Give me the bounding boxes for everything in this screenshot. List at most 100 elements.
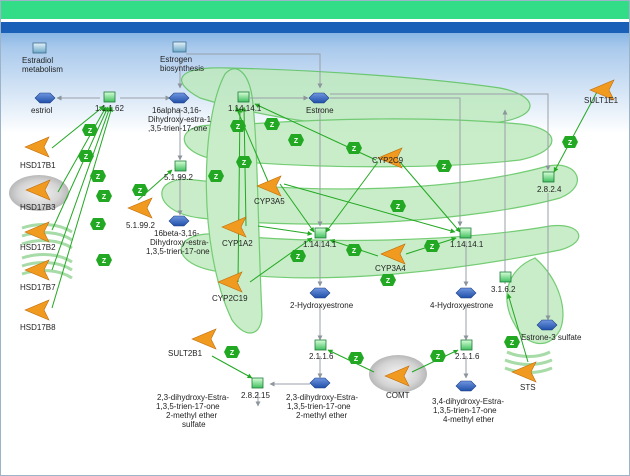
pathway-node-estrogen-biosynthesis[interactable]: Estrogen biosynthesis bbox=[160, 41, 204, 73]
svg-text:Estrone: Estrone bbox=[306, 106, 334, 115]
catalysis-z-icon bbox=[290, 250, 306, 262]
enzyme-node-cyp2c19[interactable]: CYP2C19 bbox=[212, 271, 248, 303]
enzyme-arrow-icon bbox=[256, 175, 282, 197]
enzyme-arrow-icon bbox=[25, 179, 51, 201]
svg-text:Z: Z bbox=[296, 254, 301, 261]
catalysis-z-icon bbox=[82, 124, 98, 136]
svg-text:Z: Z bbox=[442, 164, 447, 171]
compartment-membrane bbox=[180, 224, 580, 279]
svg-text:HSD17B1: HSD17B1 bbox=[20, 161, 56, 170]
svg-text:CYP3A4: CYP3A4 bbox=[375, 264, 406, 273]
svg-text:5.1.99.2: 5.1.99.2 bbox=[126, 221, 155, 230]
enzyme-node-hsd17b2[interactable]: HSD17B2 bbox=[20, 221, 56, 252]
svg-text:4-methyl ether: 4-methyl ether bbox=[443, 415, 494, 424]
reaction-node[interactable]: 2.1.1.6 bbox=[309, 339, 334, 361]
enzyme-arrow-icon bbox=[24, 136, 50, 158]
svg-text:Z: Z bbox=[436, 354, 441, 361]
compound-hexagon-icon bbox=[309, 287, 331, 299]
compound-node-16beta-estratriene[interactable]: 16beta-3,16- Dihydroxy-estra- 1,3,5-trie… bbox=[146, 215, 210, 256]
enzyme-arrow-icon bbox=[24, 299, 50, 321]
reaction-node[interactable]: 5.1.99.2 bbox=[164, 160, 193, 182]
reaction-square-icon bbox=[314, 339, 327, 351]
svg-text:3,4-dihydroxy-Estra-: 3,4-dihydroxy-Estra- bbox=[432, 397, 504, 406]
catalysis-z-icon bbox=[96, 190, 112, 202]
pathway-box-icon bbox=[172, 41, 187, 53]
enzyme-node-hsd17b1[interactable]: HSD17B1 bbox=[20, 136, 56, 170]
svg-text:Z: Z bbox=[88, 128, 93, 135]
compound-node-estrone[interactable]: Estrone bbox=[306, 92, 334, 115]
svg-text:16beta-3,16-: 16beta-3,16- bbox=[154, 229, 200, 238]
enzyme-node-comt[interactable]: COMT bbox=[384, 365, 410, 400]
reaction-square-icon bbox=[460, 339, 473, 351]
svg-text:CYP2C9: CYP2C9 bbox=[372, 156, 404, 165]
enzyme-node-cyp2c9[interactable]: CYP2C9 bbox=[372, 147, 404, 169]
reaction-node[interactable]: 2.8.2.15 bbox=[241, 377, 270, 400]
svg-text:Z: Z bbox=[386, 278, 391, 285]
catalysis-z-icon bbox=[96, 254, 112, 266]
svg-text:HSD17B2: HSD17B2 bbox=[20, 243, 56, 252]
catalysis-z-icon bbox=[436, 160, 452, 172]
svg-text:1,3,5-trien-17-one: 1,3,5-trien-17-one bbox=[146, 247, 210, 256]
reaction-node[interactable]: 1.14.14.1 bbox=[303, 227, 337, 249]
svg-text:Z: Z bbox=[354, 356, 359, 363]
enzyme-node-sts[interactable]: STS bbox=[511, 361, 537, 392]
compound-hexagon-icon bbox=[455, 380, 477, 392]
pathway-node-estradiol-metabolism[interactable]: Estradiol metabolism bbox=[22, 42, 63, 74]
svg-text:2,3-dihydroxy-Estra-: 2,3-dihydroxy-Estra- bbox=[286, 393, 358, 402]
catalysis-z-icon bbox=[264, 118, 280, 130]
catalysis-z-icon bbox=[78, 150, 94, 162]
svg-text:SULT1E1: SULT1E1 bbox=[584, 96, 619, 105]
svg-text:Dihydroxy-estra-: Dihydroxy-estra- bbox=[150, 238, 209, 247]
catalysis-z-icon bbox=[224, 346, 240, 358]
reaction-square-icon bbox=[251, 377, 264, 389]
svg-text:Z: Z bbox=[102, 194, 107, 201]
compound-node-estriol[interactable]: estriol bbox=[31, 92, 56, 115]
enzyme-arrow-icon bbox=[24, 221, 50, 243]
reaction-node[interactable]: 3.1.6.2 bbox=[491, 271, 516, 294]
svg-text:biosynthesis: biosynthesis bbox=[160, 64, 204, 73]
enzyme-node-cyp1a2[interactable]: CYP1A2 bbox=[221, 216, 253, 248]
enzyme-node-5.1.99.2[interactable]: 5.1.99.2 bbox=[126, 197, 155, 230]
enzyme-node-hsd17b3[interactable]: HSD17B3 bbox=[20, 179, 56, 212]
enzyme-node-hsd17b7[interactable]: HSD17B7 bbox=[20, 259, 56, 292]
compound-node-estrone-3-sulfate[interactable]: Estrone-3 sulfate bbox=[521, 319, 582, 342]
svg-text:2-methyl ether: 2-methyl ether bbox=[296, 411, 347, 420]
catalysis-markers: Z Z Z Z Z Z Z Z Z Z Z Z Z Z Z Z Z Z Z Z … bbox=[78, 118, 578, 364]
enzyme-arrow-icon bbox=[589, 79, 615, 101]
enzyme-node-hsd17b8[interactable]: HSD17B8 bbox=[20, 299, 56, 332]
reaction-node[interactable]: 1.1.1.62 bbox=[95, 91, 124, 113]
reaction-square-icon bbox=[103, 91, 116, 103]
compound-node-2-methyl-ether[interactable]: 2,3-dihydroxy-Estra- 1,3,5-trien-17-one … bbox=[286, 377, 358, 420]
svg-text:4-Hydroxyestrone: 4-Hydroxyestrone bbox=[430, 301, 494, 310]
reaction-node[interactable]: 2.1.1.6 bbox=[455, 339, 480, 361]
enzyme-node-cyp3a4[interactable]: CYP3A4 bbox=[375, 243, 406, 273]
compound-node-2-methyl-ether-sulfate[interactable]: 2,3-dihydroxy-Estra- 1,3,5-trien-17-one … bbox=[156, 393, 229, 429]
catalysis-z-icon bbox=[132, 184, 148, 196]
reaction-node[interactable]: 1.14.14.1 bbox=[228, 91, 262, 113]
reaction-node[interactable]: 1.14.14.1 bbox=[450, 227, 484, 249]
svg-text:1.1.1.62: 1.1.1.62 bbox=[95, 104, 124, 113]
enzyme-node-sult2b1[interactable]: SULT2B1 bbox=[168, 328, 217, 358]
compound-node-16alpha-estratriene[interactable]: 16alpha-3,16- Dihydroxy-estra-1 ,3,5-tri… bbox=[148, 92, 212, 133]
svg-text:Z: Z bbox=[270, 122, 275, 129]
svg-text:CYP1A2: CYP1A2 bbox=[222, 239, 253, 248]
compound-node-2-hydroxyestrone[interactable]: 2-Hydroxyestrone bbox=[290, 287, 354, 310]
enzyme-node-sult1e1[interactable]: SULT1E1 bbox=[584, 79, 619, 105]
svg-text:Z: Z bbox=[84, 154, 89, 161]
catalysis-z-icon bbox=[348, 352, 364, 364]
compound-node-4-methyl-ether[interactable]: 3,4-dihydroxy-Estra- 1,3,5-trien-17-one … bbox=[432, 380, 504, 424]
reaction-node[interactable]: 2.8.2.4 bbox=[537, 171, 562, 194]
catalysis-z-icon bbox=[90, 218, 106, 230]
compound-hexagon-icon bbox=[536, 319, 558, 331]
svg-text:2,3-dihydroxy-Estra-: 2,3-dihydroxy-Estra- bbox=[157, 393, 229, 402]
svg-text:Z: Z bbox=[214, 174, 219, 181]
enzyme-arrow-icon bbox=[511, 361, 537, 383]
catalysis-z-icon bbox=[208, 170, 224, 182]
catalysis-z-icon bbox=[562, 136, 578, 148]
svg-text:,3,5-trien-17-one: ,3,5-trien-17-one bbox=[148, 124, 208, 133]
compound-node-4-hydroxyestrone[interactable]: 4-Hydroxyestrone bbox=[430, 287, 494, 310]
svg-text:Z: Z bbox=[96, 174, 101, 181]
enzyme-node-cyp3a5[interactable]: CYP3A5 bbox=[254, 175, 285, 206]
enzyme-arrow-icon bbox=[380, 243, 406, 265]
